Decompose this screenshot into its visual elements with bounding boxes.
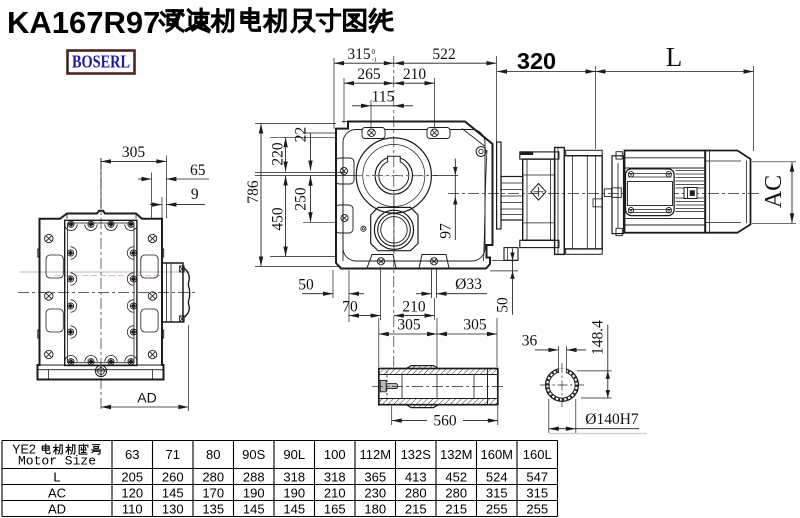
svg-text:205: 205 — [121, 469, 143, 484]
svg-text:115: 115 — [372, 88, 395, 105]
svg-text:Motor Size: Motor Size — [18, 454, 96, 469]
svg-text:AC: AC — [48, 485, 66, 500]
svg-text:AC: AC — [761, 175, 787, 208]
svg-text:160M: 160M — [480, 447, 513, 462]
svg-text:70: 70 — [342, 299, 358, 316]
svg-text:215: 215 — [405, 501, 427, 516]
svg-text:305: 305 — [397, 317, 421, 334]
svg-text:AD: AD — [137, 389, 156, 405]
svg-text:560: 560 — [433, 412, 457, 429]
svg-text:0: 0 — [372, 48, 376, 56]
svg-text:522: 522 — [432, 46, 455, 63]
svg-text:190: 190 — [283, 485, 305, 500]
svg-text:Ø33: Ø33 — [455, 276, 482, 293]
svg-text:215: 215 — [445, 501, 467, 516]
svg-text:315: 315 — [347, 46, 371, 63]
svg-text:280: 280 — [202, 469, 224, 484]
svg-text:132M: 132M — [440, 447, 473, 462]
svg-text:L: L — [53, 469, 60, 484]
svg-text:YE2: YE2 — [12, 443, 36, 457]
svg-text:170: 170 — [202, 485, 224, 500]
svg-text:90L: 90L — [283, 447, 305, 462]
svg-text:230: 230 — [364, 485, 386, 500]
svg-text:BOSERL: BOSERL — [72, 52, 130, 72]
svg-text:50: 50 — [298, 277, 314, 294]
svg-text:305: 305 — [122, 144, 146, 161]
svg-text:265: 265 — [357, 66, 381, 83]
svg-text:120: 120 — [121, 485, 143, 500]
svg-text:65: 65 — [190, 162, 206, 179]
svg-text:210: 210 — [324, 485, 346, 500]
svg-text:63: 63 — [125, 447, 139, 462]
svg-text:100: 100 — [324, 447, 346, 462]
svg-text:524: 524 — [486, 469, 508, 484]
svg-text:315: 315 — [486, 485, 508, 500]
svg-text:365: 365 — [364, 469, 386, 484]
svg-text:AD: AD — [48, 501, 66, 516]
svg-text:786: 786 — [245, 180, 262, 204]
svg-text:130: 130 — [162, 501, 184, 516]
svg-text:36: 36 — [522, 333, 538, 350]
svg-text:452: 452 — [445, 469, 467, 484]
svg-text:160L: 160L — [523, 447, 552, 462]
svg-text:255: 255 — [486, 501, 508, 516]
svg-text:220: 220 — [270, 142, 287, 166]
svg-text:413: 413 — [405, 469, 427, 484]
svg-text:110: 110 — [122, 501, 143, 516]
svg-text:145: 145 — [283, 501, 305, 516]
svg-text:165: 165 — [324, 501, 346, 516]
svg-text:22: 22 — [293, 127, 310, 143]
svg-text:210: 210 — [402, 299, 426, 316]
svg-text:148.4: 148.4 — [590, 320, 607, 355]
svg-text:255: 255 — [526, 501, 548, 516]
svg-text:97: 97 — [438, 223, 455, 239]
svg-text:90S: 90S — [242, 447, 265, 462]
svg-text:280: 280 — [445, 485, 467, 500]
svg-text:180: 180 — [364, 501, 386, 516]
svg-text:320: 320 — [517, 48, 556, 74]
svg-text:547: 547 — [526, 469, 548, 484]
svg-text:112M: 112M — [359, 447, 391, 462]
svg-text:305: 305 — [463, 317, 487, 334]
svg-text:145: 145 — [162, 485, 184, 500]
svg-text:L: L — [666, 42, 683, 72]
svg-text:288: 288 — [243, 469, 265, 484]
svg-text:135: 135 — [202, 501, 224, 516]
svg-text:KA167R97: KA167R97 — [7, 5, 160, 40]
svg-text:250: 250 — [293, 187, 310, 211]
svg-text:132S: 132S — [401, 447, 432, 462]
svg-text:80: 80 — [206, 447, 220, 462]
svg-text:315: 315 — [526, 485, 548, 500]
svg-text:50: 50 — [495, 297, 512, 313]
svg-text:9: 9 — [191, 186, 199, 203]
svg-text:-1: -1 — [372, 57, 377, 64]
svg-text:280: 280 — [405, 485, 427, 500]
svg-text:190: 190 — [243, 485, 265, 500]
svg-text:318: 318 — [283, 469, 305, 484]
svg-text:260: 260 — [162, 469, 184, 484]
svg-text:318: 318 — [324, 469, 346, 484]
svg-text:210: 210 — [403, 66, 427, 83]
svg-text:450: 450 — [270, 207, 287, 231]
svg-text:Ø140H7: Ø140H7 — [585, 411, 639, 428]
svg-text:145: 145 — [243, 501, 265, 516]
svg-text:71: 71 — [166, 447, 180, 462]
